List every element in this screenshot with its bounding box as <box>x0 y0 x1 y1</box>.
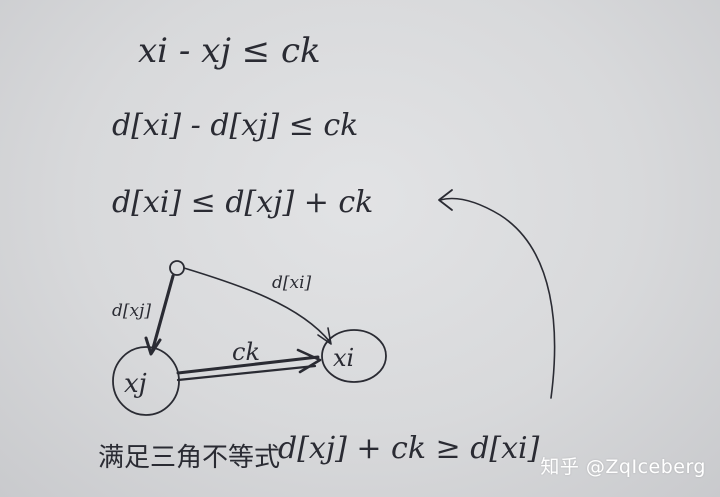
edge-xj-to-xi-second-stroke <box>176 364 317 382</box>
node-xj-label: xj <box>124 369 147 399</box>
source-node <box>169 260 185 276</box>
edge-xj-to-xi-arrowhead <box>296 348 322 374</box>
bottom-inequality: d[xj] + ck ≥ d[xi] <box>278 431 540 466</box>
zhihu-watermark: 知乎 @ZqIceberg <box>540 456 706 478</box>
edge-source-to-xj <box>150 274 175 354</box>
node-xi-label: xi <box>333 344 354 372</box>
node-xi-circle <box>321 329 387 383</box>
curved-arrow-head <box>438 189 453 211</box>
curved-arrow-line <box>439 197 556 399</box>
edge-source-to-xi <box>183 267 331 343</box>
edge-label-d-xj: d[xj] <box>112 301 151 321</box>
edge-label-ck: ck <box>232 338 260 366</box>
equation-line-3: d[xi] ≤ d[xj] + ck <box>112 185 373 220</box>
edge-xj-to-xi <box>176 355 320 375</box>
equation-line-1: xi - xj ≤ ck <box>138 31 321 71</box>
edge-label-d-xi: d[xi] <box>272 273 312 293</box>
note-triangle-inequality: 满足三角不等式 <box>98 443 280 473</box>
edge-source-to-xi-arrowhead <box>317 327 332 345</box>
edge-source-to-xj-arrowhead <box>144 336 162 356</box>
equation-line-2: d[xi] - d[xj] ≤ ck <box>112 108 358 143</box>
